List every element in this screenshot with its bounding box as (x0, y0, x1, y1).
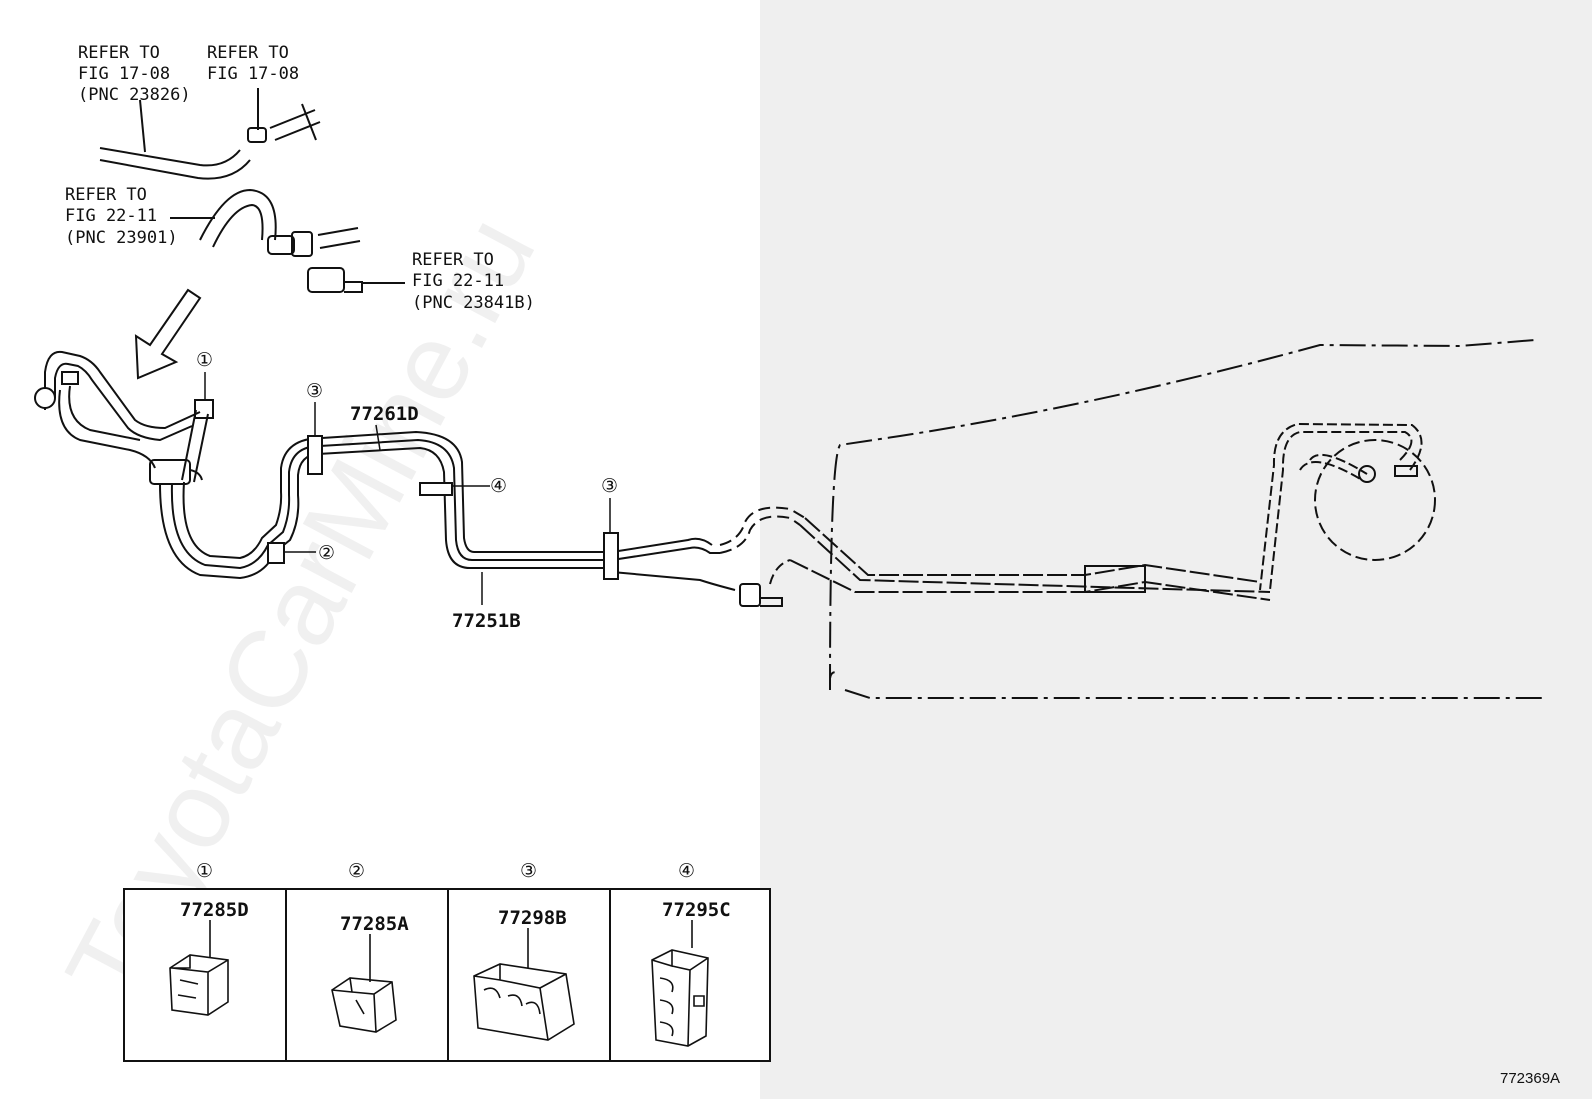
ref-3-line3: (PNC 23901) (65, 228, 178, 248)
middle-hose-part (170, 188, 361, 257)
part-number-77251B: 77251B (452, 610, 521, 632)
callout-3-upper: ③ (306, 380, 323, 402)
table-num-2: ② (348, 860, 365, 882)
leader-lines (204, 372, 611, 605)
reference-note-1: REFER TO FIG 17-08 (PNC 23826) (78, 43, 191, 105)
ref-4-line3: (PNC 23841B) (412, 293, 535, 313)
upper-hose-part (99, 88, 321, 180)
ref-2-line2: FIG 17-08 (207, 64, 299, 84)
clip-part (307, 267, 405, 293)
table-pnc-1: 77285D (180, 899, 249, 921)
clip-77285A-drawing (331, 977, 397, 1033)
clip-77298B-drawing (473, 963, 575, 1041)
figure-id: 772369A (1500, 1070, 1560, 1087)
table-num-4: ④ (678, 860, 695, 882)
table-pnc-3: 77298B (498, 907, 567, 929)
clip-77295C-drawing (651, 949, 709, 1047)
parts-table: ① ② ③ ④ 77285D 77285A 77298B 77295C (123, 860, 771, 1062)
ref-1-line2: FIG 17-08 (78, 64, 170, 84)
reference-note-4: REFER TO FIG 22-11 (PNC 23841B) (412, 250, 535, 313)
table-num-3: ③ (520, 860, 537, 882)
ref-1-line1: REFER TO (78, 43, 160, 63)
ref-3-line2: FIG 22-11 (65, 206, 157, 226)
clip-77285D-drawing (169, 954, 229, 1016)
ref-4-line2: FIG 22-11 (412, 271, 504, 291)
diagram-right-pane (760, 0, 1592, 1099)
direction-arrow (134, 288, 202, 380)
callout-4: ④ (490, 475, 507, 497)
table-pnc-4: 77295C (662, 899, 731, 921)
fuel-tube-assembly (34, 350, 806, 607)
reference-note-3: REFER TO FIG 22-11 (PNC 23901) (65, 185, 178, 248)
fuel-tank-outline (789, 339, 1545, 699)
callout-3-right: ③ (601, 475, 618, 497)
callout-2: ② (318, 542, 335, 564)
tube-clamps (267, 435, 619, 580)
reference-note-2: REFER TO FIG 17-08 (207, 43, 299, 84)
ref-4-line1: REFER TO (412, 250, 494, 270)
ref-1-line3: (PNC 23826) (78, 85, 191, 105)
table-num-1: ① (196, 860, 213, 882)
ref-3-line1: REFER TO (65, 185, 147, 205)
table-pnc-2: 77285A (340, 913, 409, 935)
ref-2-line1: REFER TO (207, 43, 289, 63)
part-number-77261D: 77261D (350, 403, 419, 425)
callout-1: ① (196, 349, 213, 371)
